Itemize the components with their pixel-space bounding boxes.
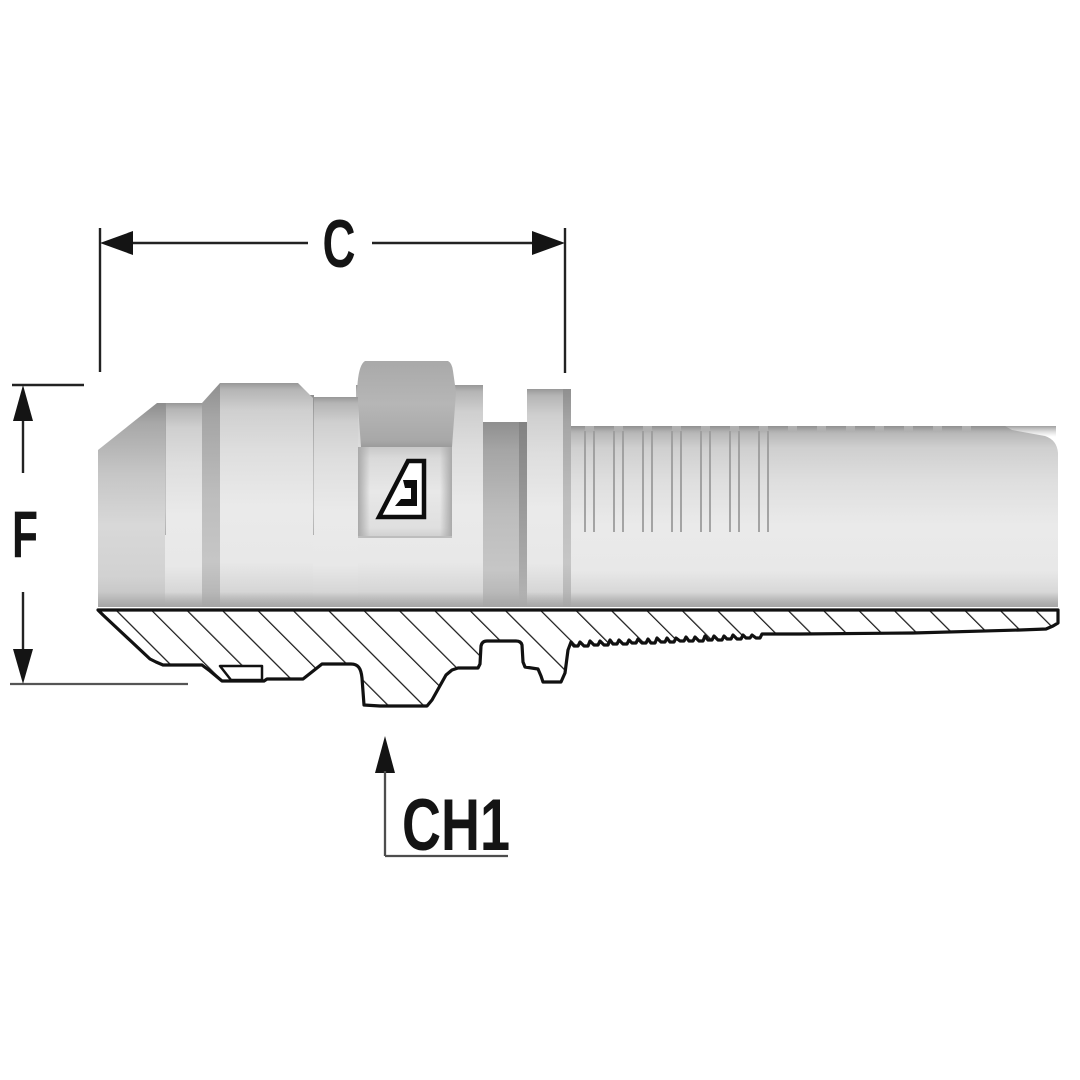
barb-rib-lines (584, 431, 769, 532)
dim-label-ch1: CH1 (402, 785, 510, 866)
hose-tail-top-shadow (570, 426, 1056, 437)
leader-ch1 (375, 736, 508, 858)
dim-c-arrow-right (532, 231, 565, 255)
hex-flat-left-shade (358, 447, 370, 537)
cross-section-hatched (96, 608, 1060, 708)
undercut-groove-shadow (519, 422, 527, 607)
collar-right-shadow (563, 389, 571, 607)
barb-serration-notches (585, 426, 971, 431)
dim-label-f: F (12, 497, 38, 571)
mid-section (313, 397, 358, 607)
flare-cone-nose (98, 403, 165, 607)
thread-runout-facet (218, 664, 264, 682)
fitting-body-render (98, 361, 1058, 607)
alfagomma-logo-icon (375, 458, 427, 520)
thread-groove (202, 383, 220, 607)
ch1-arrow-up (375, 736, 395, 773)
thread-flat-section (220, 383, 313, 607)
hose-tail-section (570, 426, 1058, 607)
dimension-f (10, 383, 188, 686)
first-collar-band (165, 403, 202, 607)
dim-f-arrow-down (13, 649, 33, 684)
section-profile (96, 608, 1060, 708)
dim-f-arrow-up (13, 385, 33, 421)
dim-c-arrow-left (100, 231, 133, 255)
hex-flat-right-shade (440, 447, 452, 537)
dimension-c (98, 228, 567, 373)
dim-label-c: C (323, 206, 356, 282)
body-bottom-shadow (98, 592, 1058, 607)
hex-top-face (357, 361, 456, 447)
locking-collar (527, 389, 565, 607)
